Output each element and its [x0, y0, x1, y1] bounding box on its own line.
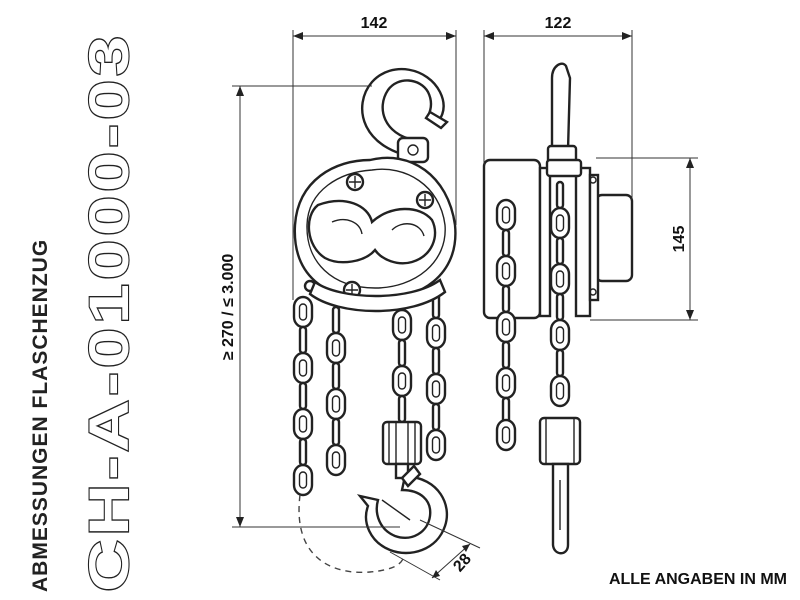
- front-view: 142 ≥ 270 / ≤ 3.000 28: [220, 15, 481, 581]
- side-title-group: ABMESSUNGEN FLASCHENZUG CH-A-01000-03: [29, 31, 141, 593]
- front-chain-right: [425, 290, 447, 462]
- side-housing: [482, 158, 634, 320]
- top-hook: [361, 67, 449, 164]
- total-height-label: ≥ 270 / ≤ 3.000: [220, 254, 237, 361]
- dimension-front-width: 142: [292, 15, 457, 300]
- side-view: 122 145: [482, 15, 698, 555]
- dimension-total-height: ≥ 270 / ≤ 3.000: [220, 85, 400, 528]
- front-width-label: 142: [361, 15, 388, 32]
- body-height-label: 145: [671, 226, 688, 253]
- front-chain-mid-left: [325, 305, 347, 477]
- units-note: ALLE ANGABEN IN MM: [609, 571, 787, 588]
- chain-loop-dashed: [298, 494, 405, 574]
- side-top-hook: [546, 62, 578, 170]
- front-chain-left: [292, 295, 314, 497]
- hook-opening-label: 28: [450, 551, 475, 576]
- side-bottom-block: [538, 416, 582, 555]
- side-width-label: 122: [545, 15, 572, 32]
- bottom-hook: [356, 464, 449, 555]
- dimension-side-width: 122: [483, 15, 633, 200]
- dimension-body-height: 145: [590, 157, 698, 321]
- side-chain-load: [549, 180, 571, 408]
- drawing-header: ABMESSUNGEN FLASCHENZUG: [29, 239, 52, 592]
- front-chain-mid-right: [391, 308, 413, 424]
- part-number-title: CH-A-01000-03: [77, 32, 140, 592]
- front-body: [293, 156, 457, 313]
